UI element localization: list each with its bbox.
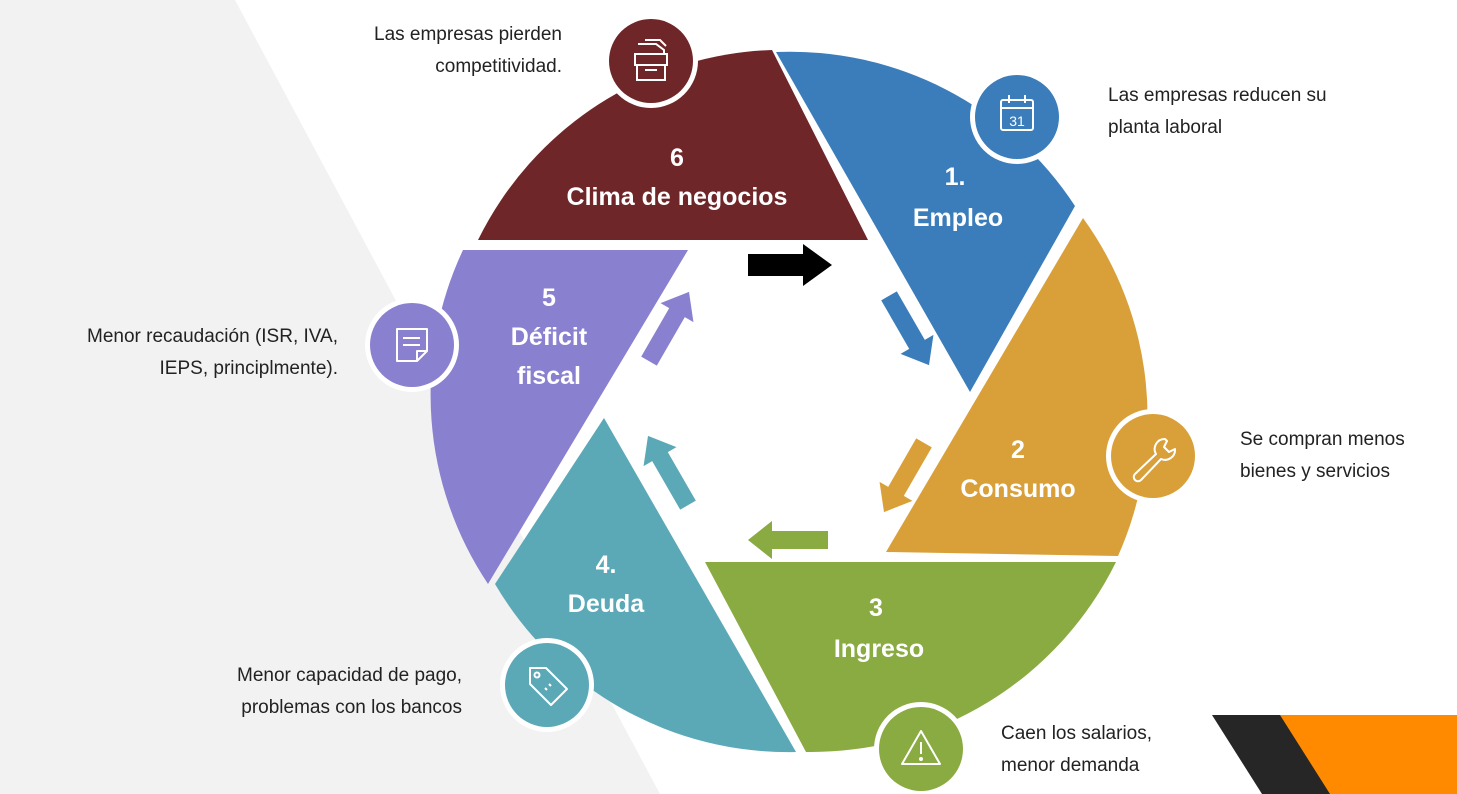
segment-2-number: 2 xyxy=(1011,436,1025,464)
calendar-icon xyxy=(1000,95,1034,131)
description-segment-6: Las empresas pierden competitividad. xyxy=(290,19,562,83)
segment-2-consumo xyxy=(886,218,1148,556)
segment-5-title-line-2: fiscal xyxy=(517,362,581,390)
segment-3-number: 3 xyxy=(869,594,883,622)
tag-icon xyxy=(529,667,568,706)
archive-box-icon xyxy=(634,39,668,81)
description-line: IEPS, principlmente). xyxy=(159,358,338,379)
segment-2-title: Consumo xyxy=(960,475,1075,503)
arrow-4-to-5 xyxy=(643,435,696,510)
segment-5-number: 5 xyxy=(542,284,556,312)
description-line: menor demanda xyxy=(1001,755,1140,776)
note-icon xyxy=(396,328,428,362)
description-segment-5: Menor recaudación (ISR, IVA, IEPS, princ… xyxy=(0,321,338,385)
segment-4-number: 4. xyxy=(596,551,617,579)
arrow-6-to-1 xyxy=(748,244,832,286)
segment-1-number: 1. xyxy=(945,163,966,191)
arrow-5-to-6 xyxy=(641,291,694,366)
description-segment-2: Se compran menos bienes y servicios xyxy=(1240,424,1450,488)
warning-icon xyxy=(901,730,941,765)
segment-1-title: Empleo xyxy=(913,204,1003,232)
segment-6-number: 6 xyxy=(670,144,684,172)
segment-5-deficit xyxy=(430,250,688,584)
description-line: Las empresas reducen su xyxy=(1108,85,1327,106)
arrow-3-to-4 xyxy=(748,521,828,559)
description-segment-4: Menor capacidad de pago, problemas con l… xyxy=(150,660,462,724)
wrench-icon xyxy=(1132,437,1177,483)
description-line: Caen los salarios, xyxy=(1001,723,1153,744)
description-line: competitividad. xyxy=(435,56,562,77)
badge-segment-4 xyxy=(500,638,594,732)
svg-text:31: 31 xyxy=(1009,113,1025,129)
description-segment-3: Caen los salarios, menor demanda xyxy=(1001,718,1201,782)
arrow-2-to-3 xyxy=(879,438,932,513)
description-line: Las empresas pierden xyxy=(374,24,562,45)
description-line: problemas con los bancos xyxy=(241,697,462,718)
description-line: Menor recaudación (ISR, IVA, xyxy=(87,326,338,347)
badge-segment-1: 31 xyxy=(970,70,1064,164)
segment-6-clima xyxy=(478,50,868,240)
description-line: planta laboral xyxy=(1108,117,1223,138)
description-line: Se compran menos xyxy=(1240,429,1405,450)
segment-3-title: Ingreso xyxy=(834,635,924,663)
arrow-1-to-2 xyxy=(881,291,934,366)
segment-5-title-line-1: Déficit xyxy=(511,323,588,351)
description-line: bienes y servicios xyxy=(1240,461,1390,482)
segment-4-title: Deuda xyxy=(568,590,646,618)
corner-orange-shape xyxy=(1280,715,1457,794)
background-panel xyxy=(0,0,660,794)
badge-segment-6 xyxy=(604,14,698,108)
badge-segment-5 xyxy=(365,298,459,392)
segment-6-title: Clima de negocios xyxy=(567,183,788,211)
badge-segment-2 xyxy=(1106,409,1200,503)
description-line: Menor capacidad de pago, xyxy=(237,665,462,686)
description-segment-1: Las empresas reducen su planta laboral xyxy=(1108,80,1408,144)
segment-3-ingreso xyxy=(705,562,1116,753)
badge-segment-3 xyxy=(874,702,968,794)
